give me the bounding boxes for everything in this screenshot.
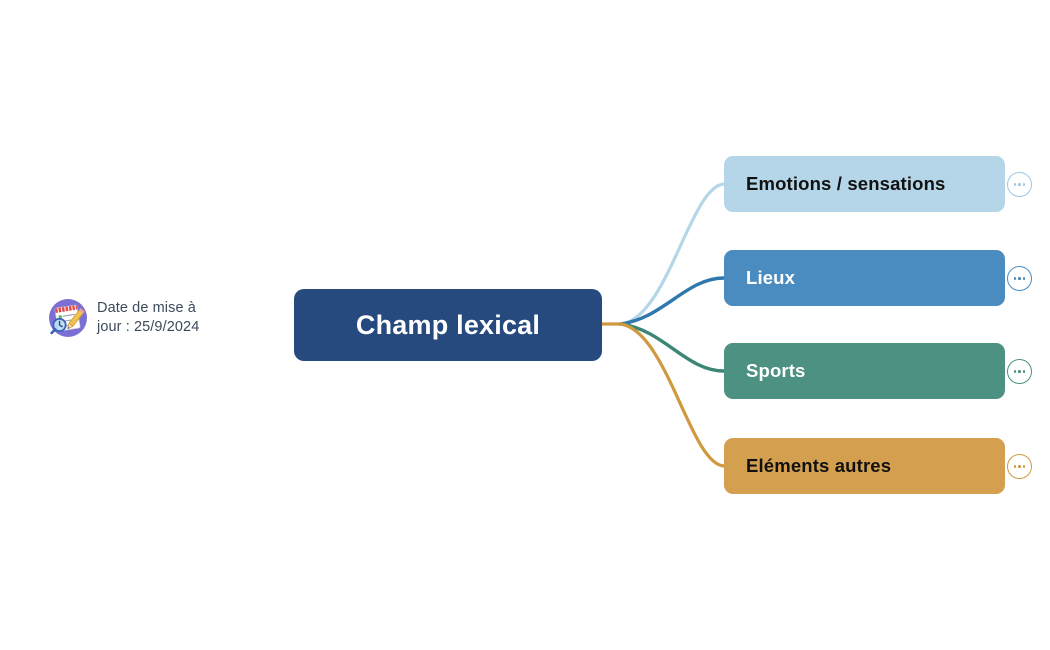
branch-node-sports[interactable]: Sports <box>724 343 1005 399</box>
connector-branch-3 <box>619 322 726 468</box>
date-stamp: Date de mise à jour : 25/9/2024 <box>48 298 199 338</box>
branch-node-lieux[interactable]: Lieux <box>724 250 1005 306</box>
ellipsis-icon-dot <box>1022 465 1026 468</box>
ellipsis-icon-dot <box>1013 183 1017 186</box>
date-stamp-text: Date de mise à jour : 25/9/2024 <box>97 300 200 335</box>
ellipsis-icon-dot <box>1022 277 1026 280</box>
ellipsis-icon-dot <box>1013 370 1017 373</box>
ellipsis-icon-dot <box>1013 277 1017 280</box>
collapse-button-sports[interactable] <box>1007 359 1032 384</box>
collapse-button-emotions-sensations[interactable] <box>1007 172 1032 197</box>
ellipsis-icon-dot <box>1022 183 1026 186</box>
ellipsis-icon-dot <box>1018 183 1021 186</box>
connector-branch-1 <box>619 276 726 326</box>
ellipsis-icon-dot <box>1018 370 1021 373</box>
calendar-notepad-pencil-magnifier-icon <box>48 298 88 338</box>
ellipsis-icon-dot <box>1022 370 1026 373</box>
ellipsis-icon-dot <box>1013 465 1017 468</box>
ellipsis-icon-dot <box>1018 277 1021 280</box>
branch-node-label: Sports <box>746 360 806 381</box>
branch-node-label: Emotions / sensations <box>746 173 946 194</box>
branch-node-elements-autres[interactable]: Eléments autres <box>724 438 1005 494</box>
collapse-button-lieux[interactable] <box>1007 266 1032 291</box>
ellipsis-icon-dot <box>1018 465 1021 468</box>
branch-node-label: Lieux <box>746 267 796 288</box>
branch-node-label: Eléments autres <box>746 455 892 476</box>
collapse-button-elements-autres[interactable] <box>1007 454 1032 479</box>
root-node-champ-lexical[interactable]: Champ lexical <box>294 289 602 361</box>
connector-branch-0 <box>619 182 726 326</box>
root-node-label: Champ lexical <box>355 309 541 340</box>
connector-branch-2 <box>619 322 726 373</box>
branch-node-emotions-sensations[interactable]: Emotions / sensations <box>724 156 1005 212</box>
